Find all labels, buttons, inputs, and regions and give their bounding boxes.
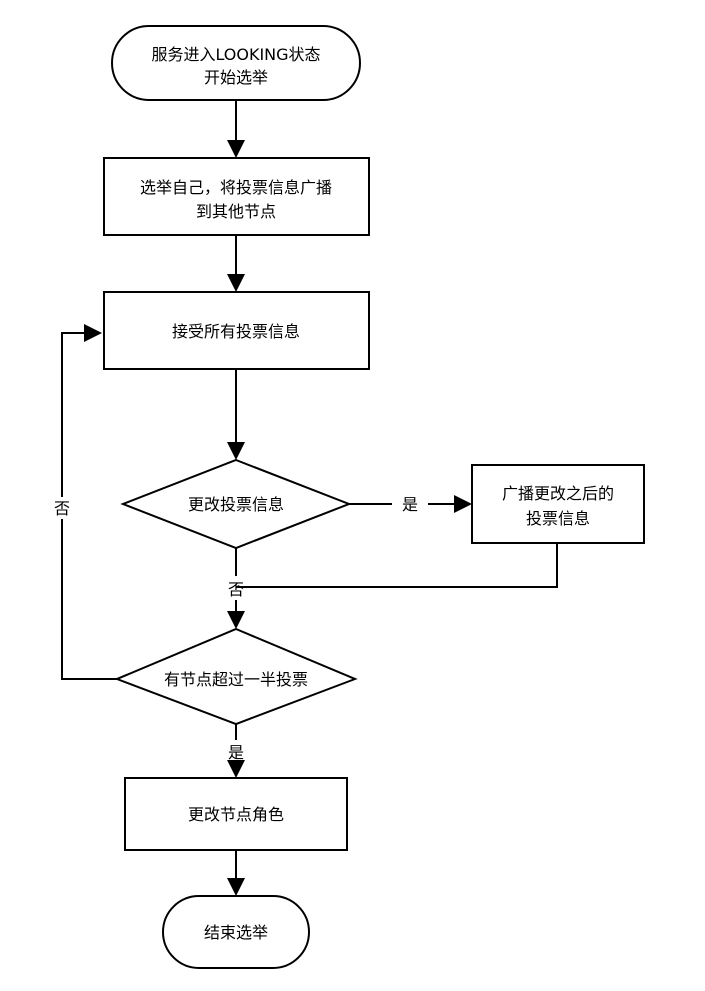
edge-decision-no [227,548,245,629]
edge-decision-yes [349,495,472,513]
edge-label-change-yes: 是 [402,495,418,514]
edge-role-to-end [227,850,245,896]
node-elect-self-line1: 选举自己，将投票信息广播 [140,178,332,197]
edge-broadcast-return [236,543,558,588]
node-start: 服务进入LOOKING状态 开始选举 [111,25,361,101]
node-start-line2: 开始选举 [204,68,268,87]
node-change-role-label: 更改节点角色 [188,805,284,824]
edge-label-change-no: 否 [228,580,244,599]
node-broadcast-changed: 广播更改之后的 投票信息 [471,464,645,544]
node-majority-decision: 有节点超过一半投票 [114,627,358,726]
edge-majority-yes [227,724,245,778]
node-change-vote-decision: 更改投票信息 [120,458,352,550]
edge-majority-no [61,324,120,680]
node-receive-votes: 接受所有投票信息 [103,291,370,370]
node-end-label: 结束选举 [204,923,268,942]
node-broadcast-changed-line1: 广播更改之后的 [502,484,614,503]
node-start-line1: 服务进入LOOKING状态 [151,45,320,64]
node-end: 结束选举 [162,895,310,969]
node-majority-label: 有节点超过一半投票 [164,670,308,689]
edge-start-to-elect [227,100,245,158]
edge-receive-to-decision [227,369,245,460]
node-receive-votes-label: 接受所有投票信息 [172,322,300,341]
node-broadcast-changed-line2: 投票信息 [526,509,590,528]
edge-label-majority-no: 否 [54,499,70,518]
node-elect-self-line2: 到其他节点 [196,202,276,221]
node-change-role: 更改节点角色 [124,777,348,851]
node-change-vote-label: 更改投票信息 [188,495,284,514]
edge-elect-to-receive [227,235,245,292]
node-elect-self: 选举自己，将投票信息广播 到其他节点 [103,157,370,236]
edge-label-majority-yes: 是 [228,743,244,762]
